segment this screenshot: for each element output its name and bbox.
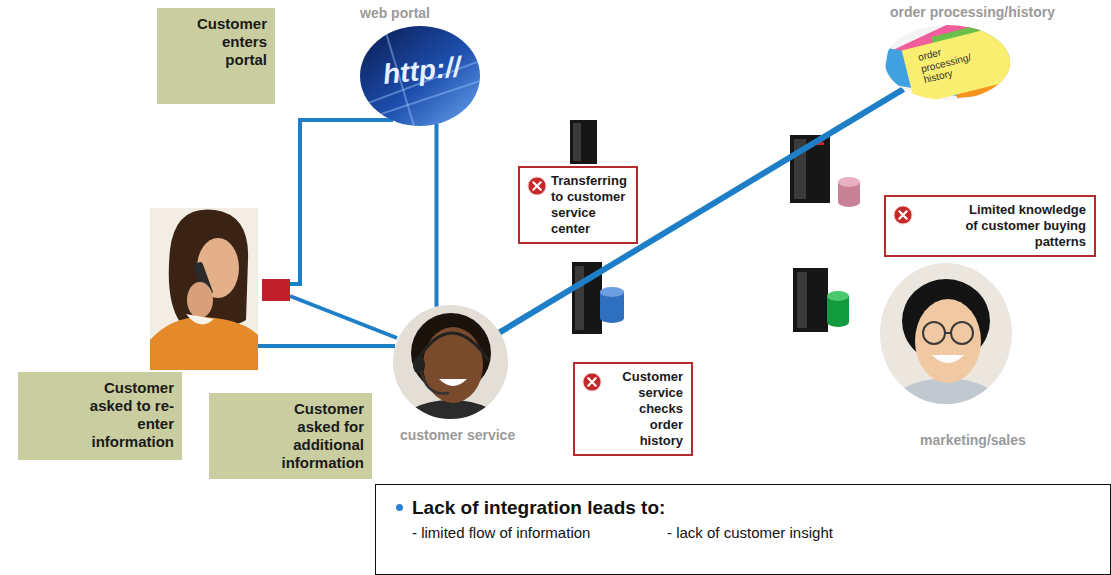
customer-photo-part [187,282,213,318]
server-icon-part [573,123,581,161]
network-wire-part [290,120,393,284]
error-icon-part [588,378,595,385]
photo-circle-part [880,263,1012,404]
server-icon-part [793,268,828,332]
photo-circle-part [875,13,1029,110]
panel-item: - limited flow of information [412,524,667,542]
system-label: customer service [400,427,515,444]
database-cylinder [827,291,849,327]
photo-circle-part [393,305,508,419]
system-circle: customer service [390,303,550,453]
photo-circle-part [413,356,425,374]
photo-circle-part [951,322,973,344]
customer-photo [150,208,258,370]
step-label: Customer asked for additional informatio… [264,400,364,472]
photo-circle-part [880,263,1012,448]
network-link [500,89,904,332]
system-label: marketing/sales [920,432,1026,449]
system-circle: web portalhttp:// [355,4,490,128]
system-circle: marketing/sales [875,262,1055,454]
system-label: web portal [360,5,430,22]
server-icon-part [797,272,807,328]
problem-callout: Transferring to customer service center [518,166,638,244]
error-icon-part [899,211,906,218]
problem-text: Customer service checks order history [606,369,683,449]
item-row: - limited flow of information- lack of c… [412,524,1110,542]
problem-text: Transferring to customer service center [551,173,628,237]
network-link [435,124,439,307]
customer-photo-part [186,314,214,324]
error-icon-part [894,206,912,224]
problem-callout: Limited knowledge of customer buying pat… [884,195,1096,257]
error-icon [893,205,913,225]
step-box: Customer asked for additional informatio… [209,393,372,479]
system-circle: order processing/historyorder processing… [880,3,1105,100]
photo-circle-part [360,26,480,126]
customer-photo-part [150,208,258,370]
step-label: Customer enters portal [187,15,267,69]
step-box: Customer asked to re-enter information [18,372,182,460]
network-wire-part [258,344,395,348]
photo-circle [393,305,508,419]
database-cylinder [600,287,624,323]
photo-circle [880,263,1012,404]
photo-circle-part [439,379,467,386]
customer-photo-part [169,210,248,325]
photo-circle-part [885,25,1010,100]
customer-photo-part [150,317,258,370]
problem-callout: Customer service checks order history [573,362,693,456]
step-label: Customer asked to re-enter information [82,379,174,451]
database-cylinder [838,177,860,207]
network-wire [258,120,397,346]
photo-circle-part [923,322,945,344]
error-icon-part [583,373,601,391]
error-icon [582,372,602,392]
photo-circle-part [915,299,981,383]
server-icon [570,120,597,164]
photo-circle-part [417,333,489,361]
photo-circle-part [932,355,964,363]
photo-circle-part [902,25,1016,104]
database-cylinder-part [600,287,624,297]
bullet-dot [396,504,403,511]
error-icon [527,176,547,196]
heading-row: Lack of integration leads to: [396,496,1110,519]
database-cylinder-part [838,177,860,187]
photo-circle-part [945,332,951,334]
server-icon-part [575,266,584,330]
summary-panel: Lack of integration leads to: - limited f… [375,484,1111,575]
photo-circle-part [360,26,480,126]
photo-circle-part [393,305,508,419]
error-icon-part [533,182,540,189]
photo-circle-part [421,371,449,394]
server-icon [793,268,828,332]
panel-item: - lack of customer insight [667,524,922,542]
database-cylinder-part [827,291,849,301]
panel-heading: Lack of integration leads to: [412,496,665,519]
problem-text: Limited knowledge of customer buying pat… [961,202,1086,250]
photo-circle-part [880,263,1012,404]
server-icon-part [570,120,597,164]
step-box: Customer enters portal [157,8,275,104]
system-label: order processing/history [890,4,1055,21]
junction-square [262,279,290,301]
network-wire-part [290,296,397,338]
error-icon-part [528,177,546,195]
